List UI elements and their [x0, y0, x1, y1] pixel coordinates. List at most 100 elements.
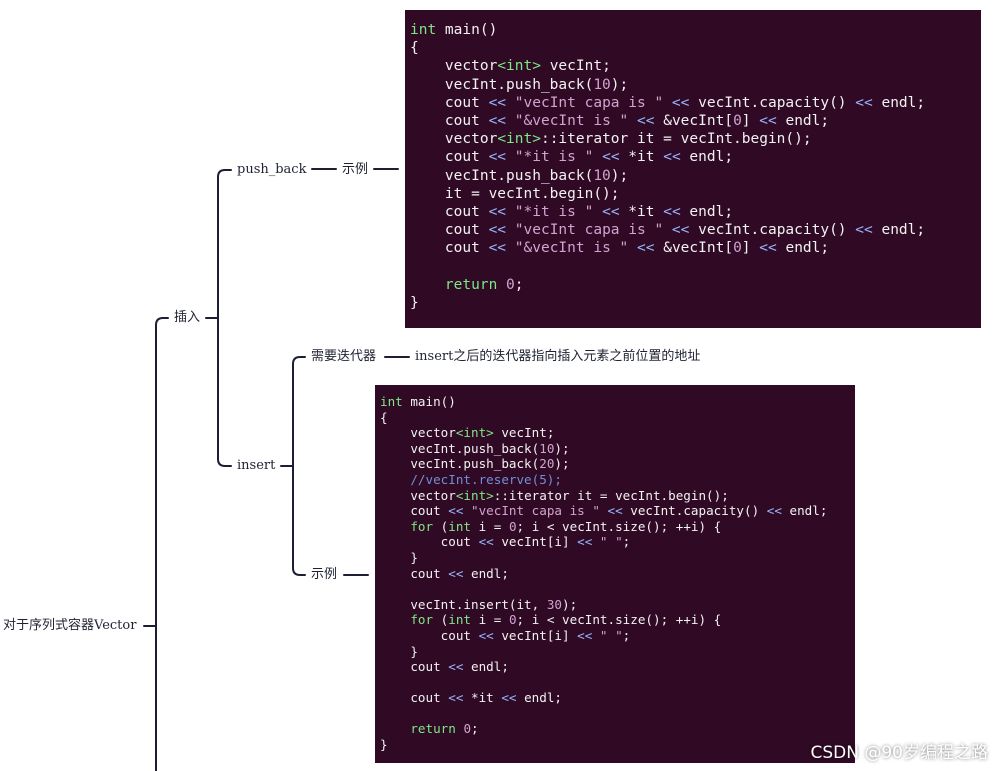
- code-token: <<: [448, 659, 464, 675]
- code-token: "vecInt capa is ": [514, 222, 664, 239]
- code-line: //vecInt.reserve(5);: [380, 472, 855, 488]
- code-token: endl;: [516, 690, 563, 706]
- code-line: [380, 581, 855, 597]
- code-token: ;: [471, 721, 479, 737]
- code-token: <<: [577, 534, 593, 550]
- code-token: [380, 581, 388, 596]
- code-token: ::iterator it = vecInt.begin();: [493, 487, 729, 503]
- code-token: );: [610, 76, 629, 93]
- code-token: endl;: [872, 94, 926, 111]
- code-token: *it: [619, 204, 664, 221]
- code-token: }: [380, 737, 388, 753]
- code-token: vector: [410, 131, 498, 148]
- code-token: &vecInt[: [654, 240, 734, 257]
- code-token: <<: [448, 503, 464, 519]
- code-token: <int>: [455, 487, 494, 503]
- code-line: it = vecInt.begin();: [410, 185, 981, 203]
- code-token: );: [561, 596, 578, 612]
- code-token: [628, 113, 637, 129]
- code-line: }: [380, 737, 855, 753]
- code-token: i =: [471, 612, 509, 628]
- code-line: cout << "&vecInt is " << &vecInt[0] << e…: [410, 239, 981, 257]
- code-token: [506, 149, 515, 165]
- code-token: ; i < vecInt.size(); ++i) {: [516, 518, 722, 534]
- code-token: vecInt.capacity(): [689, 94, 856, 111]
- code-token: it = vecInt.begin();: [410, 185, 620, 202]
- code-line: cout << "vecInt capa is " << vecInt.capa…: [380, 503, 855, 519]
- insert-group-node: 插入: [174, 310, 201, 325]
- code-token: <<: [488, 222, 507, 239]
- code-line: {: [380, 410, 855, 426]
- code-token: [410, 259, 419, 275]
- code-token: cout: [410, 113, 489, 130]
- code-token: vector: [410, 58, 498, 75]
- code-token: endl;: [680, 204, 734, 221]
- insert-code-block: int main(){ vector<int> vecInt; vecInt.p…: [375, 385, 855, 763]
- code-token: "vecInt capa is ": [514, 94, 664, 111]
- code-token: vecInt.push_back(: [410, 167, 594, 184]
- code-token: [663, 222, 672, 238]
- code-line: cout << vecInt[i] << " ";: [380, 628, 855, 644]
- code-token: [506, 95, 515, 111]
- code-line: {: [410, 39, 981, 57]
- code-token: (: [433, 612, 449, 628]
- code-token: 0: [733, 113, 742, 130]
- code-token: endl;: [781, 503, 828, 519]
- code-token: vector: [380, 425, 456, 441]
- code-token: <<: [501, 690, 517, 706]
- code-token: " ": [599, 534, 623, 550]
- code-line: [380, 675, 855, 691]
- code-token: endl;: [680, 149, 734, 166]
- code-token: vecInt.push_back(: [380, 456, 540, 472]
- code-token: [506, 204, 515, 220]
- code-token: <<: [602, 204, 620, 221]
- code-token: &vecInt[: [654, 113, 734, 130]
- code-token: [380, 612, 410, 627]
- code-token: ; i < vecInt.size(); ++i) {: [516, 612, 722, 628]
- code-token: vecInt[i]: [493, 627, 578, 643]
- code-line: cout << endl;: [380, 566, 855, 582]
- code-line: vecInt.push_back(10);: [380, 441, 855, 457]
- code-line: vecInt.insert(it, 30);: [380, 597, 855, 613]
- root-node: 对于序列式容器Vector: [3, 618, 137, 633]
- code-token: "*it is ": [514, 149, 594, 166]
- code-token: "&vecInt is ": [514, 240, 629, 257]
- code-token: <<: [855, 94, 873, 111]
- code-token: );: [554, 456, 570, 472]
- code-token: endl;: [872, 222, 926, 239]
- code-token: int: [448, 518, 472, 534]
- code-token: [663, 95, 672, 111]
- push-back-node: push_back: [237, 162, 307, 177]
- code-token: <<: [448, 565, 464, 581]
- code-token: <int>: [497, 131, 541, 148]
- code-token: 0: [463, 721, 472, 737]
- code-token: <<: [448, 690, 464, 706]
- need-iterator-note: insert之后的迭代器指向插入元素之前位置的地址: [415, 349, 701, 364]
- code-token: cout: [380, 659, 449, 675]
- code-token: [380, 706, 388, 721]
- code-token: <<: [577, 627, 593, 643]
- code-line: int main(): [380, 394, 855, 410]
- code-token: ;: [622, 627, 631, 643]
- code-token: [506, 222, 515, 238]
- code-line: cout << endl;: [380, 659, 855, 675]
- code-line: cout << "*it is " << *it << endl;: [410, 148, 981, 166]
- code-token: ::iterator it = vecInt.begin();: [540, 131, 812, 148]
- code-token: [380, 675, 388, 690]
- code-token: [592, 534, 600, 549]
- code-token: <<: [602, 149, 620, 166]
- code-token: [506, 113, 515, 129]
- code-token: <<: [488, 149, 507, 166]
- code-token: <<: [855, 222, 873, 239]
- code-token: <int>: [497, 58, 541, 75]
- code-token: "*it is ": [514, 204, 594, 221]
- code-token: [600, 503, 608, 518]
- code-token: i =: [471, 518, 509, 534]
- code-token: main(): [436, 22, 498, 38]
- csdn-watermark: CSDN @90岁编程之路: [810, 743, 988, 763]
- code-token: 30: [546, 596, 562, 612]
- code-token: endl;: [776, 240, 830, 257]
- code-token: <int>: [455, 425, 494, 441]
- code-token: 0: [508, 518, 517, 534]
